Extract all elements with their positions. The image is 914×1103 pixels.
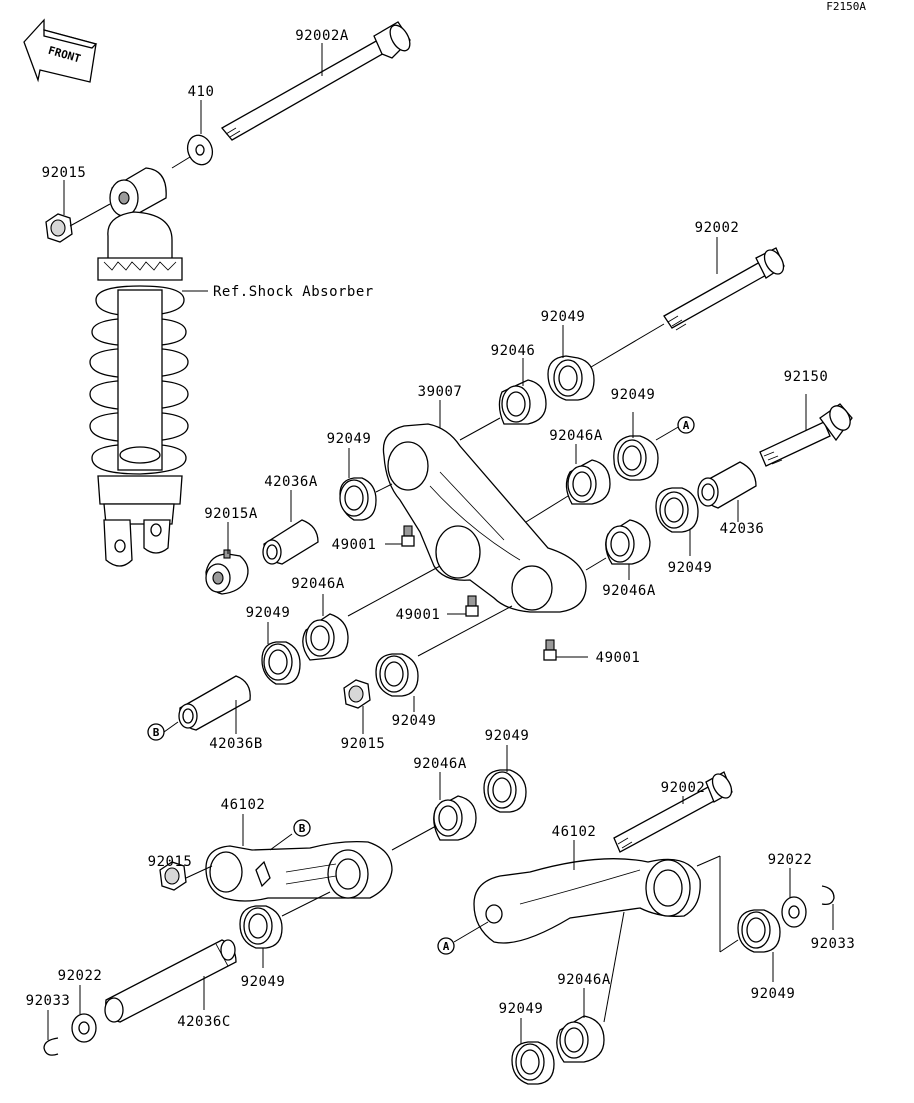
link-46102-right	[473, 858, 701, 944]
spacer-42036a	[262, 519, 319, 565]
label-92046a-d: 92046A	[413, 756, 467, 772]
label-92002a: 92002A	[295, 28, 349, 44]
grease-nipple-49001-c	[543, 639, 557, 661]
label-42036: 42036	[720, 521, 765, 537]
circlip-92033-right	[821, 885, 835, 906]
svg-text:A: A	[443, 940, 450, 953]
label-92049-i: 92049	[751, 986, 796, 1002]
nut-92015-top	[45, 213, 73, 243]
link-39007	[382, 423, 587, 613]
label-92002-top: 92002	[695, 220, 740, 236]
svg-text:A: A	[683, 419, 690, 432]
front-arrow: FRONT	[23, 18, 98, 83]
bolt-92002-top	[663, 247, 785, 331]
bearing-92046a-b	[605, 519, 651, 565]
label-92150: 92150	[784, 369, 829, 385]
label-410: 410	[188, 84, 215, 100]
pin-42036c	[104, 939, 237, 1023]
grease-nipple-49001-a	[401, 525, 415, 547]
label-92049-h: 92049	[241, 974, 286, 990]
collar-92049-d	[655, 487, 699, 533]
label-42036a: 42036A	[264, 474, 318, 490]
bearing-92046a-a	[565, 459, 611, 505]
marker-b-low: B	[293, 819, 311, 837]
label-49001-c: 49001	[596, 650, 641, 666]
bearing-92046a-e	[556, 1015, 605, 1063]
label-92046a-b: 92046A	[291, 576, 345, 592]
bearing-92046a-c	[302, 613, 349, 661]
washer-92022-left	[71, 1013, 97, 1043]
label-92049-e: 92049	[246, 605, 291, 621]
label-92049-b: 92049	[611, 387, 656, 403]
label-92015-low: 92015	[148, 854, 193, 870]
bolt-92002a	[221, 21, 411, 141]
collar-92049-g	[483, 769, 527, 813]
label-46102-b: 46102	[552, 824, 597, 840]
label-92046a-e: 92046A	[557, 972, 611, 988]
collar-92049-f	[375, 653, 419, 697]
label-92046a-c: 92046A	[602, 583, 656, 599]
label-92015-mid: 92015	[341, 736, 386, 752]
label-42036c: 42036C	[177, 1014, 231, 1030]
spacer-42036b	[178, 675, 251, 731]
label-92015a: 92015A	[204, 506, 258, 522]
svg-text:B: B	[299, 822, 306, 835]
svg-text:B: B	[153, 726, 160, 739]
collar-92049-b	[339, 477, 377, 521]
bolt-92150	[759, 403, 853, 467]
collar-92049-h	[239, 905, 283, 949]
washer-410	[186, 134, 214, 166]
label-92049-j: 92049	[499, 1001, 544, 1017]
label-92049-d: 92049	[668, 560, 713, 576]
label-49001-a: 49001	[332, 537, 377, 553]
collar-92049-e	[261, 641, 301, 685]
marker-a-top: A	[677, 416, 695, 434]
label-92049-a: 92049	[541, 309, 586, 325]
nut-92015-mid	[343, 679, 371, 709]
collar-92049-i	[737, 909, 781, 953]
spacer-42036	[697, 461, 757, 509]
label-92015-top: 92015	[42, 165, 87, 181]
marker-a-low: A	[437, 937, 455, 955]
label-92049-f: 92049	[392, 713, 437, 729]
label-92046: 92046	[491, 343, 536, 359]
grease-nipple-49001-b	[465, 595, 479, 617]
label-46102-a: 46102	[221, 797, 266, 813]
bearing-92046a-d	[433, 795, 477, 841]
label-49001-b: 49001	[396, 607, 441, 623]
label-92049-c: 92049	[327, 431, 372, 447]
collar-92015a	[205, 549, 249, 595]
washer-92022-right	[781, 896, 807, 928]
label-92046a-a: 92046A	[549, 428, 603, 444]
collar-92049-a	[547, 355, 595, 401]
bearing-92046	[498, 379, 547, 425]
bolt-92002-low	[613, 771, 733, 853]
nut-92015-low	[159, 861, 187, 891]
label-39007: 39007	[418, 384, 463, 400]
circlip-92033-left	[43, 1037, 59, 1056]
label-92002-low: 92002	[661, 780, 706, 796]
label-92022-left: 92022	[58, 968, 103, 984]
label-92033-left: 92033	[26, 993, 71, 1009]
label-42036b: 42036B	[209, 736, 263, 752]
link-46102-left	[205, 840, 393, 902]
label-92049-g: 92049	[485, 728, 530, 744]
marker-b-mid: B	[147, 723, 165, 741]
label-92033-right: 92033	[811, 936, 856, 952]
figure-code: F2150A	[826, 0, 866, 13]
collar-92049-c	[613, 435, 659, 481]
shock-absorber	[89, 167, 189, 567]
ref-shock-absorber: Ref.Shock Absorber	[213, 284, 374, 300]
collar-92049-j	[511, 1041, 555, 1085]
label-92022-right: 92022	[768, 852, 813, 868]
